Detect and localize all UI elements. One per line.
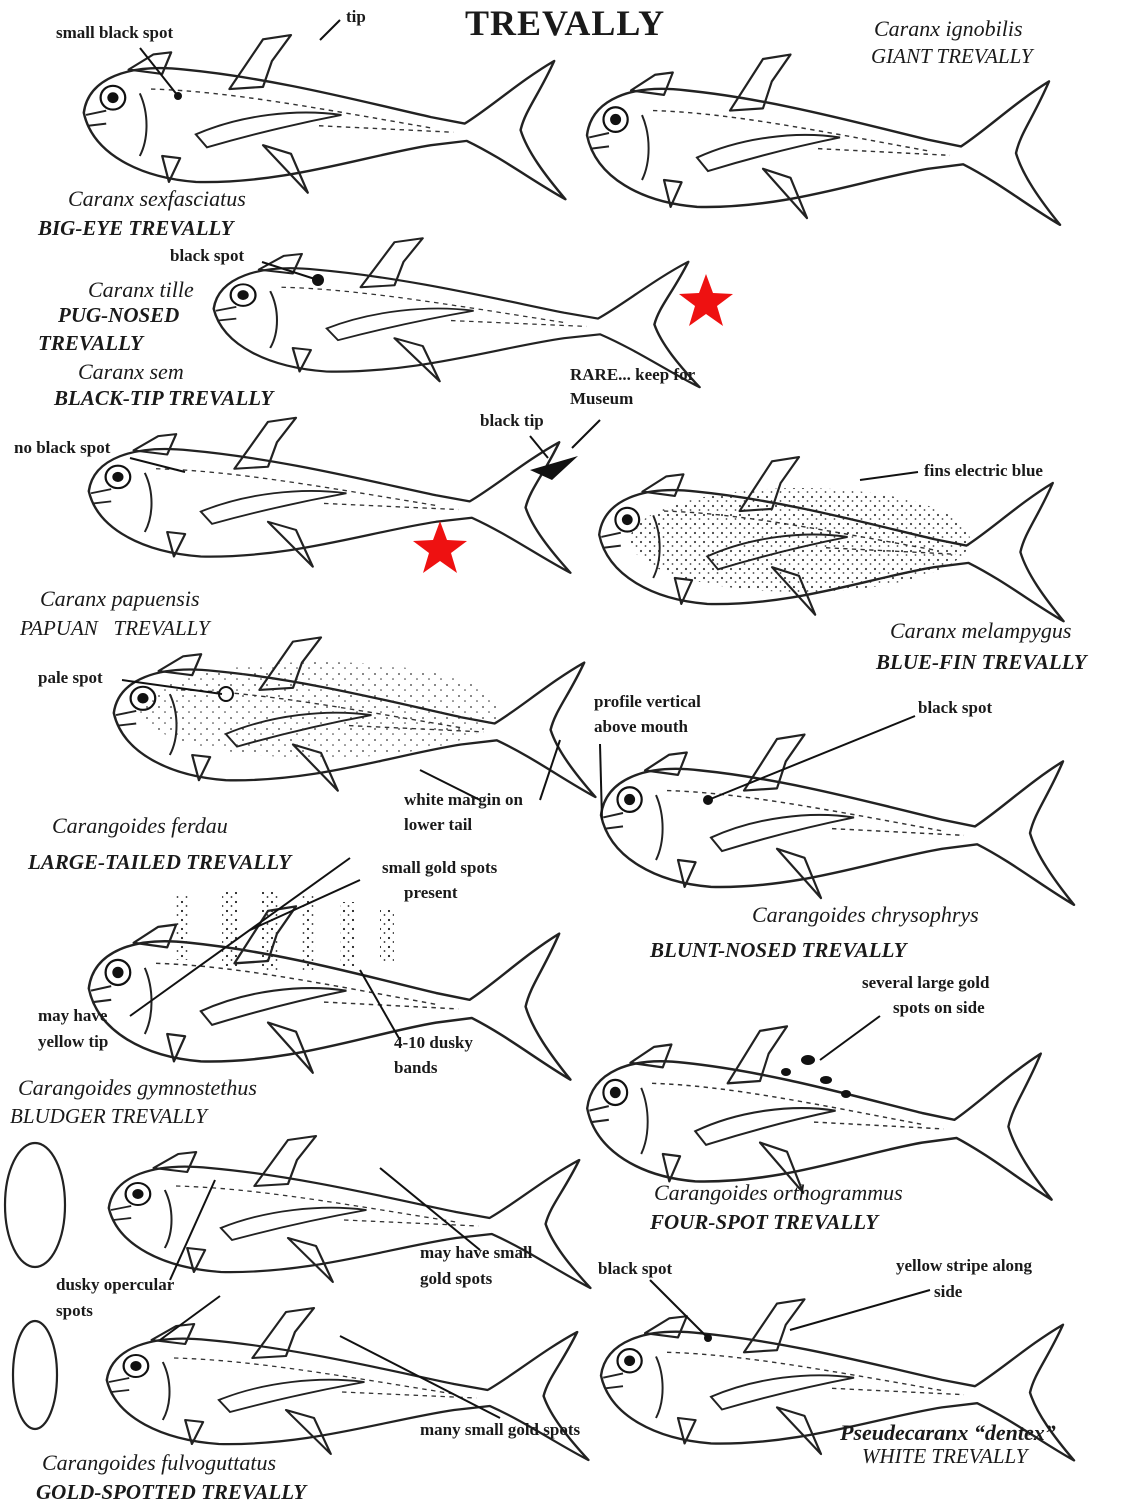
scientific-name-bludger: Carangoides gymnostethus [18,1075,257,1101]
scientific-name-blunt-nosed: Carangoides chrysophrys [752,902,979,928]
scientific-name-white: Pseudecaranx “dentex” [840,1420,1056,1446]
common-name-large-tailed: LARGE-TAILED TREVALLY [28,850,291,875]
stipple-blue-fin [630,488,970,592]
annotation-black-tip: black tip [480,410,544,431]
annotation-may-small-gold-line1: may have small [420,1242,532,1263]
annotation-rare-line2: Museum [570,388,633,409]
scientific-name-gold-spotted: Carangoides fulvoguttatus [42,1450,276,1476]
annotation-fins-electric-blue: fins electric blue [924,460,1043,481]
fish-black-tip-trevally [89,418,571,573]
scientific-name-pug-nosed: Caranx tille [88,277,194,303]
stipple-papuan [140,662,500,758]
annotation-yellow-tip-line1: may have [38,1005,107,1026]
scientific-name-giant: Caranx ignobilis [874,16,1023,42]
common-name-white: WHITE TREVALLY [862,1444,1027,1469]
common-name-bludger: BLUDGER TREVALLY [10,1104,207,1129]
annotation-dusky-bands-line2: bands [394,1057,437,1078]
annotation-dusky-opercular-line1: dusky opercular [56,1274,174,1295]
annotation-small-black-spot: small black spot [56,22,173,43]
page-title: TREVALLY [465,2,665,44]
fish-big-eye-trevally [84,35,566,199]
annotation-many-small-gold: many small gold spots [420,1419,580,1440]
scientific-name-papuan: Caranx papuensis [40,586,200,612]
scientific-name-black-tip: Caranx sem [78,359,184,385]
annotation-large-gold-line1: several large gold [862,972,989,993]
common-name-giant: GIANT TREVALLY [871,44,1033,69]
head-profile-outline-lower [13,1321,57,1429]
scientific-name-blue-fin: Caranx melampygus [890,618,1071,644]
annotation-dusky-bands-line1: 4-10 dusky [394,1032,473,1053]
annotation-black-spot-tille: black spot [170,245,244,266]
fish-gold-spotted-trevally-upper [109,1136,591,1288]
common-name-gold-spotted: GOLD-SPOTTED TREVALLY [36,1480,306,1505]
common-name-pug-nosed-line1: PUG-NOSED [58,303,179,328]
scientific-name-four-spot: Carangoides orthogrammus [654,1180,903,1206]
annotation-small-gold-line2: present [404,882,458,903]
red-star-caranx-sem [413,521,467,573]
annotation-yellow-stripe-line2: side [934,1281,962,1302]
common-name-big-eye: BIG-EYE TREVALLY [38,216,233,241]
common-name-pug-nosed-line2: TREVALLY [38,331,143,356]
annotation-pale-spot: pale spot [38,667,103,688]
common-name-papuan: PAPUAN TREVALLY [20,616,210,641]
annotation-white-margin-line1: white margin on [404,789,523,810]
annotation-black-spot-dentex: black spot [598,1258,672,1279]
annotation-no-black-spot: no black spot [14,437,110,458]
annotation-dusky-opercular-line2: spots [56,1300,93,1321]
red-star-caranx-tille [679,274,733,326]
scientific-name-large-tailed: Carangoides ferdau [52,813,228,839]
annotation-may-small-gold-line2: gold spots [420,1268,492,1289]
common-name-blue-fin: BLUE-FIN TREVALLY [876,650,1087,675]
fish-blunt-nosed-trevally [601,735,1074,905]
fish-giant-trevally [587,55,1060,225]
scientific-name-big-eye: Caranx sexfasciatus [68,186,246,212]
common-name-black-tip: BLACK-TIP TREVALLY [54,386,273,411]
annotation-rare-line1: RARE... keep for [570,364,695,385]
common-name-four-spot: FOUR-SPOT TREVALLY [650,1210,878,1235]
annotation-profile-line2: above mouth [594,716,688,737]
annotation-small-gold-line1: small gold spots [382,857,497,878]
annotation-large-gold-line2: spots on side [893,997,985,1018]
common-name-blunt-nosed: BLUNT-NOSED TREVALLY [650,938,907,963]
annotation-yellow-tip-line2: yellow tip [38,1031,108,1052]
annotation-black-spot-chrysophrys: black spot [918,697,992,718]
head-profile-outline-upper [5,1143,65,1267]
annotation-white-margin-line2: lower tail [404,814,472,835]
annotation-profile-line1: profile vertical [594,691,701,712]
annotation-yellow-stripe-line1: yellow stripe along [896,1255,1032,1276]
annotation-tip: tip [346,6,366,27]
fish-four-spot-trevally [587,1026,1051,1199]
black-tip-mark [530,456,578,480]
